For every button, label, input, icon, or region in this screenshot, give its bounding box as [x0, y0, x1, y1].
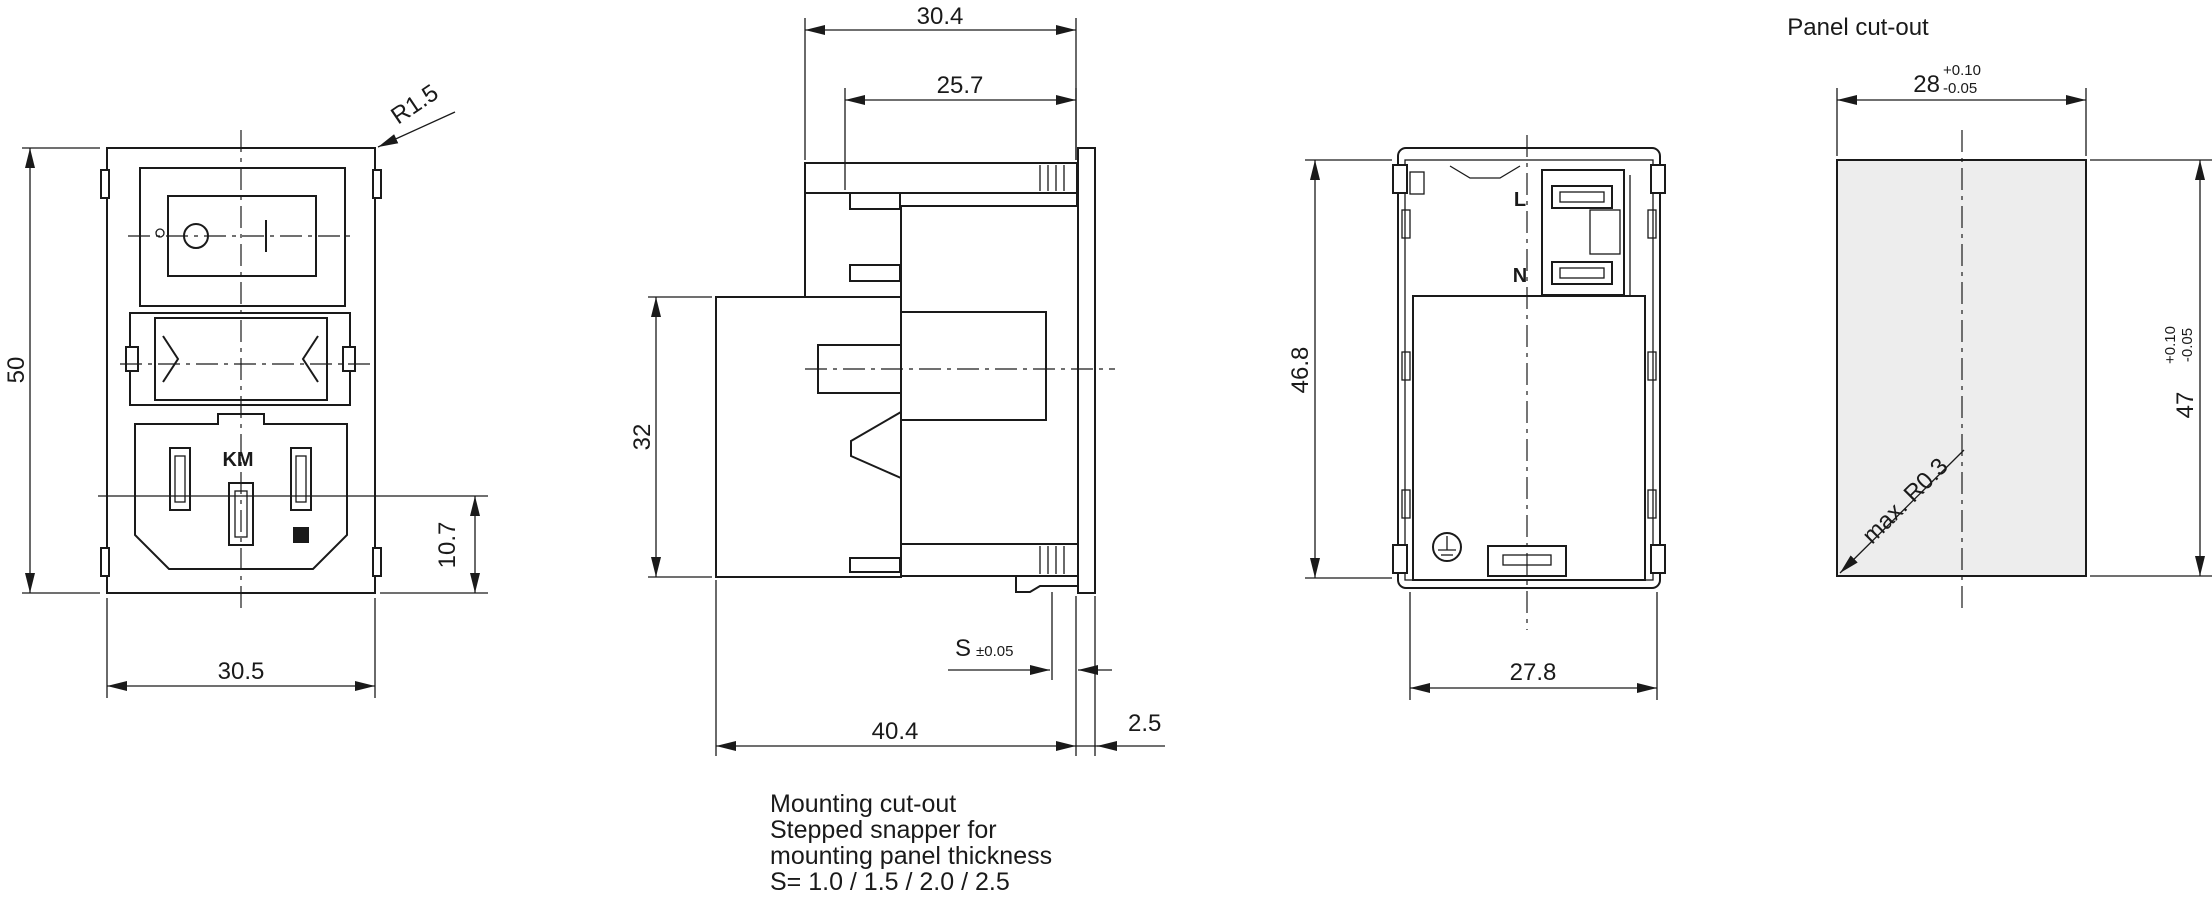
panel-width-tol-lower: -0.05 [1943, 80, 1977, 97]
socket-marking: KM [222, 449, 253, 471]
back-width-label: 27.8 [1510, 659, 1557, 686]
snapper-label: S [955, 635, 971, 662]
note-line-2: Stepped snapper for [770, 816, 997, 844]
fuse-drawer-tab-right [342, 346, 356, 372]
note-line-1: Mounting cut-out [770, 790, 956, 818]
front-clip-top-right [372, 169, 382, 199]
socket-pin-left-slot [174, 455, 186, 503]
socket-pin-right [290, 447, 312, 511]
back-neutral-terminal-label: N [1513, 265, 1527, 287]
back-line-terminal-label: L [1514, 189, 1526, 211]
panel-width-value: 28 [1913, 71, 1940, 98]
back-top-bridge [1449, 165, 1521, 179]
snapper-tolerance: ±0.05 [976, 643, 1013, 660]
back-clip-bottom-right [1650, 544, 1666, 574]
front-view: KM R1.5 50 30.5 10.7 [3, 79, 488, 698]
side-plug-body [900, 311, 1047, 421]
note-line-4: S= 1.0 / 1.5 / 2.0 / 2.5 [770, 868, 1010, 896]
back-terminal-l [1551, 185, 1613, 209]
radius-label: R1.5 [386, 79, 443, 130]
socket-pin-left [169, 447, 191, 511]
front-clip-top-left [100, 169, 110, 199]
panel-corner-leader [1839, 449, 1965, 574]
back-side-notch [1401, 489, 1411, 519]
side-bottom-tab [849, 557, 901, 573]
switch-indicator-icon [155, 228, 165, 238]
back-side-notch [1401, 351, 1411, 381]
back-terminal-link [1589, 209, 1621, 255]
offset-label: 10.7 [434, 522, 461, 569]
note-line-3: mounting panel thickness [770, 842, 1052, 870]
height-label: 50 [3, 357, 30, 384]
fuse-drawer-tab-left [125, 346, 139, 372]
mounting-notes: Mounting cut-out Stepped snapper for mou… [770, 790, 1052, 896]
back-clip-bottom-left [1392, 544, 1408, 574]
side-terminal-tab-top [849, 192, 901, 210]
panel-height-tol-upper: +0.10 [2162, 326, 2179, 364]
back-small-tab [1409, 171, 1425, 195]
socket-pin-right-slot [295, 455, 307, 503]
side-depth-label: 40.4 [872, 718, 919, 745]
width-label: 30.5 [218, 658, 265, 685]
side-terminal-tab-bottom [849, 264, 901, 282]
back-terminal-n-slot [1559, 267, 1605, 279]
back-clip-top-left [1392, 164, 1408, 194]
side-inner-width-label: 25.7 [937, 72, 984, 99]
back-side-notch [1647, 351, 1657, 381]
side-snapper [850, 410, 902, 480]
front-clip-bottom-right [372, 547, 382, 577]
radius-leader [377, 111, 456, 148]
panel-cutout-view: Panel cut-out 28 +0.10 -0.05 47 +0.10 -0… [1787, 14, 2212, 610]
back-height-label: 46.8 [1287, 347, 1314, 394]
side-view: 30.4 25.7 32 40.4 2.5 S ±0.05 [629, 3, 1165, 756]
side-body-height-label: 32 [629, 424, 656, 451]
panel-height-tol-lower: -0.05 [2179, 328, 2196, 362]
socket-square-mark-icon [293, 527, 309, 543]
back-side-notch [1647, 209, 1657, 239]
fuse-drawer-chevron-right-icon [301, 335, 319, 383]
panel-width-tol-upper: +0.10 [1943, 62, 1981, 79]
back-terminal-n [1551, 261, 1613, 285]
back-side-notch [1647, 489, 1657, 519]
side-panel-label: 2.5 [1128, 710, 1161, 737]
side-snapper-foot [1015, 575, 1079, 593]
fuse-drawer-chevron-left-icon [162, 335, 180, 383]
side-bottom-strip [900, 543, 1079, 577]
back-clip-top-right [1650, 164, 1666, 194]
back-terminal-l-slot [1559, 191, 1605, 203]
back-view: L N 46.8 27.8 [1287, 135, 1666, 700]
side-top-strip [804, 162, 1078, 194]
earth-symbol-icon [1432, 532, 1462, 562]
front-clip-bottom-left [100, 547, 110, 577]
panel-cutout-title: Panel cut-out [1787, 14, 1929, 41]
side-front-flange [1077, 147, 1096, 594]
back-lower-body [1412, 295, 1646, 581]
panel-height-value: 47 [2172, 392, 2199, 419]
side-top-width-label: 30.4 [917, 3, 964, 30]
back-side-notch [1401, 209, 1411, 239]
